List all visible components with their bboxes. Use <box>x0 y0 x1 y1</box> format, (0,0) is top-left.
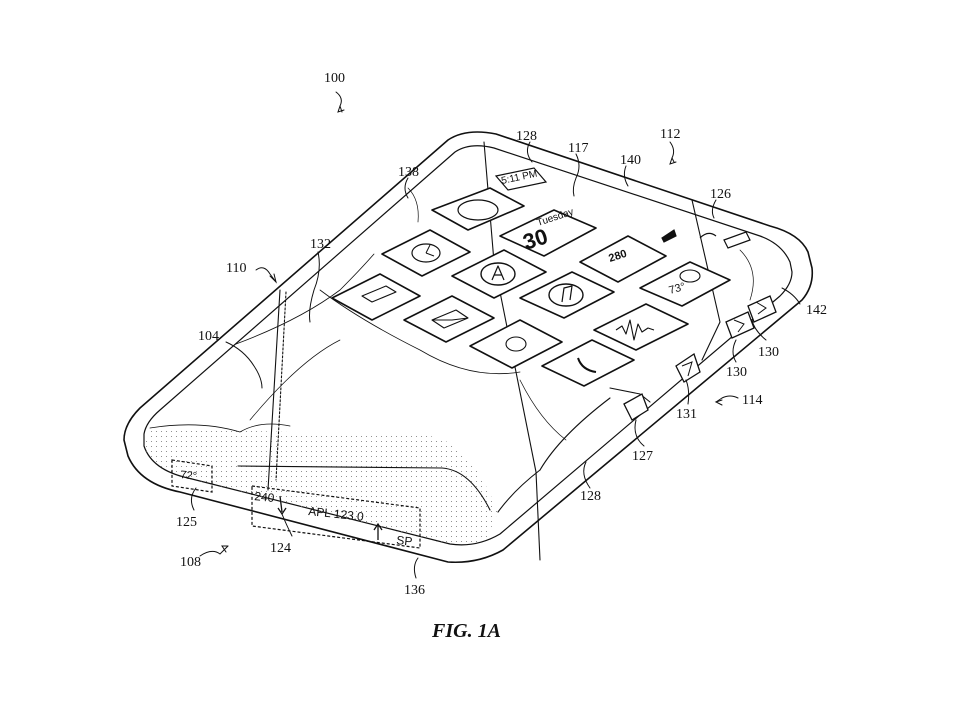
ref-126: 126 <box>710 187 731 202</box>
ref-128-top: 128 <box>516 129 537 144</box>
ref-117: 117 <box>568 141 588 156</box>
voice-memo-icon[interactable] <box>593 303 689 351</box>
clock-icon[interactable] <box>381 229 471 277</box>
device-body <box>123 131 814 564</box>
music-icon[interactable] <box>519 271 615 319</box>
ref-114: 114 <box>742 393 762 408</box>
bottom-edge-display <box>144 428 498 546</box>
calendar-icon[interactable] <box>499 209 597 257</box>
ref-124: 124 <box>270 541 291 556</box>
ref-130-a: 130 <box>758 345 779 360</box>
side-button-upper[interactable] <box>747 295 777 323</box>
ref-140: 140 <box>620 153 641 168</box>
ticker-right-text: SP <box>396 533 413 549</box>
side-button-lower[interactable] <box>725 311 755 339</box>
ticker-left-text: 240 <box>254 489 276 505</box>
ref-130-b: 130 <box>726 365 747 380</box>
app-store-icon[interactable] <box>451 249 547 299</box>
edge-temp-widget <box>171 459 213 493</box>
reference-numerals: 100 112 128 117 140 126 138 132 110 142 … <box>176 71 827 598</box>
ref-127: 127 <box>632 449 653 464</box>
leader-lines <box>190 91 801 579</box>
ref-108: 108 <box>180 555 201 570</box>
time-display <box>494 167 548 191</box>
phone-icon[interactable] <box>541 339 635 387</box>
ref-138: 138 <box>398 165 419 180</box>
side-button-127[interactable] <box>623 393 649 421</box>
ref-131: 131 <box>676 407 697 422</box>
battery-icon <box>723 231 751 249</box>
ref-128-bottom: 128 <box>580 489 601 504</box>
ticker-stock-text: APL 123.0 <box>308 504 365 524</box>
weather-temp-text: 73° <box>668 281 687 297</box>
camera-icon[interactable] <box>469 319 563 369</box>
edge-temp-text: 72° <box>180 469 198 483</box>
ref-104: 104 <box>198 329 219 344</box>
edge-ticker-widget <box>251 485 421 549</box>
ref-125: 125 <box>176 515 197 530</box>
signal-icon <box>661 229 677 243</box>
ref-112: 112 <box>660 127 680 142</box>
highway-text: 280 <box>607 248 628 265</box>
weather-icon[interactable] <box>639 261 731 307</box>
app-grid <box>331 187 731 387</box>
messages-icon[interactable] <box>431 187 525 231</box>
ref-132: 132 <box>310 237 331 252</box>
mail-icon[interactable] <box>403 295 495 343</box>
ref-100: 100 <box>324 71 345 86</box>
wifi-icon <box>699 232 717 239</box>
ref-110: 110 <box>226 261 246 276</box>
status-bar <box>494 167 751 249</box>
side-sensor-131[interactable] <box>675 352 701 383</box>
figure-caption: FIG. 1A <box>431 620 501 642</box>
ref-142: 142 <box>806 303 827 318</box>
ref-136: 136 <box>404 583 425 598</box>
video-icon[interactable] <box>331 273 421 321</box>
maps-icon[interactable] <box>579 235 667 283</box>
